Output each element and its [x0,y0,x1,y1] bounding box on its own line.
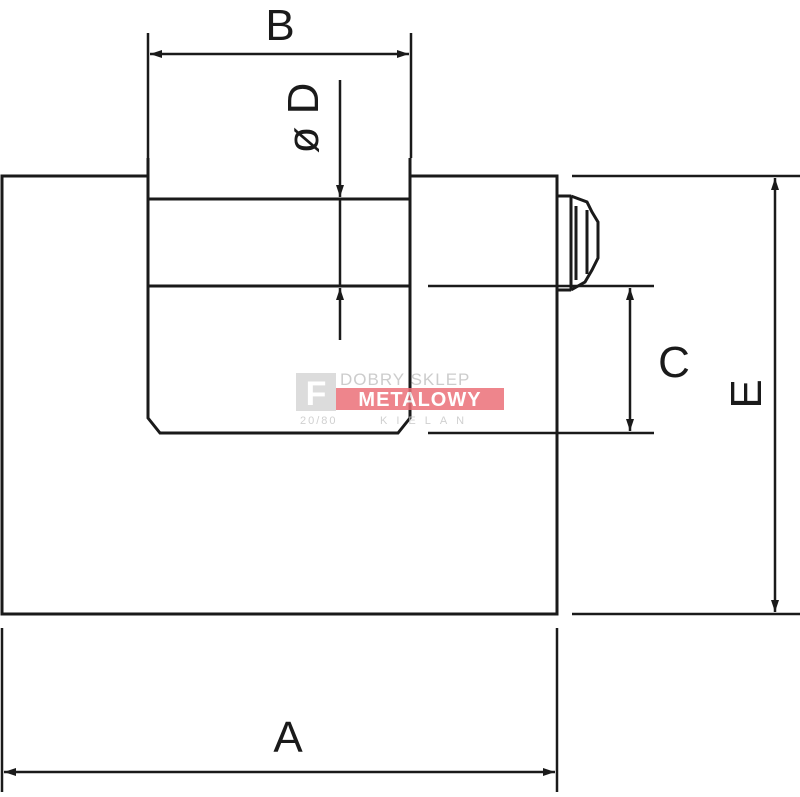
dimension-c [428,284,654,435]
watermark-line1: DOBRY SKLEP [340,370,470,389]
padlock-body [0,174,559,616]
label-c: C [658,338,690,387]
watermark-small-left: 20/80 [300,415,338,427]
shackle-slot [146,158,412,435]
label-d: ø D [279,83,328,154]
watermark-logo-mark [296,373,336,411]
dimension-a [0,628,559,792]
watermark-small-right: KIELAN [380,415,473,427]
key-cylinder [557,194,600,292]
watermark-red-band [336,388,504,410]
watermark-logo: F DOBRY SKLEP METALOWY 20/80 KIELAN [296,370,504,427]
label-e: E [722,379,771,408]
dimension-b [146,33,413,158]
watermark-logo-letter: F [306,375,327,413]
dimension-e [572,174,800,616]
label-b: B [265,1,294,50]
label-a: A [273,713,303,762]
watermark-line2: METALOWY [358,389,481,411]
